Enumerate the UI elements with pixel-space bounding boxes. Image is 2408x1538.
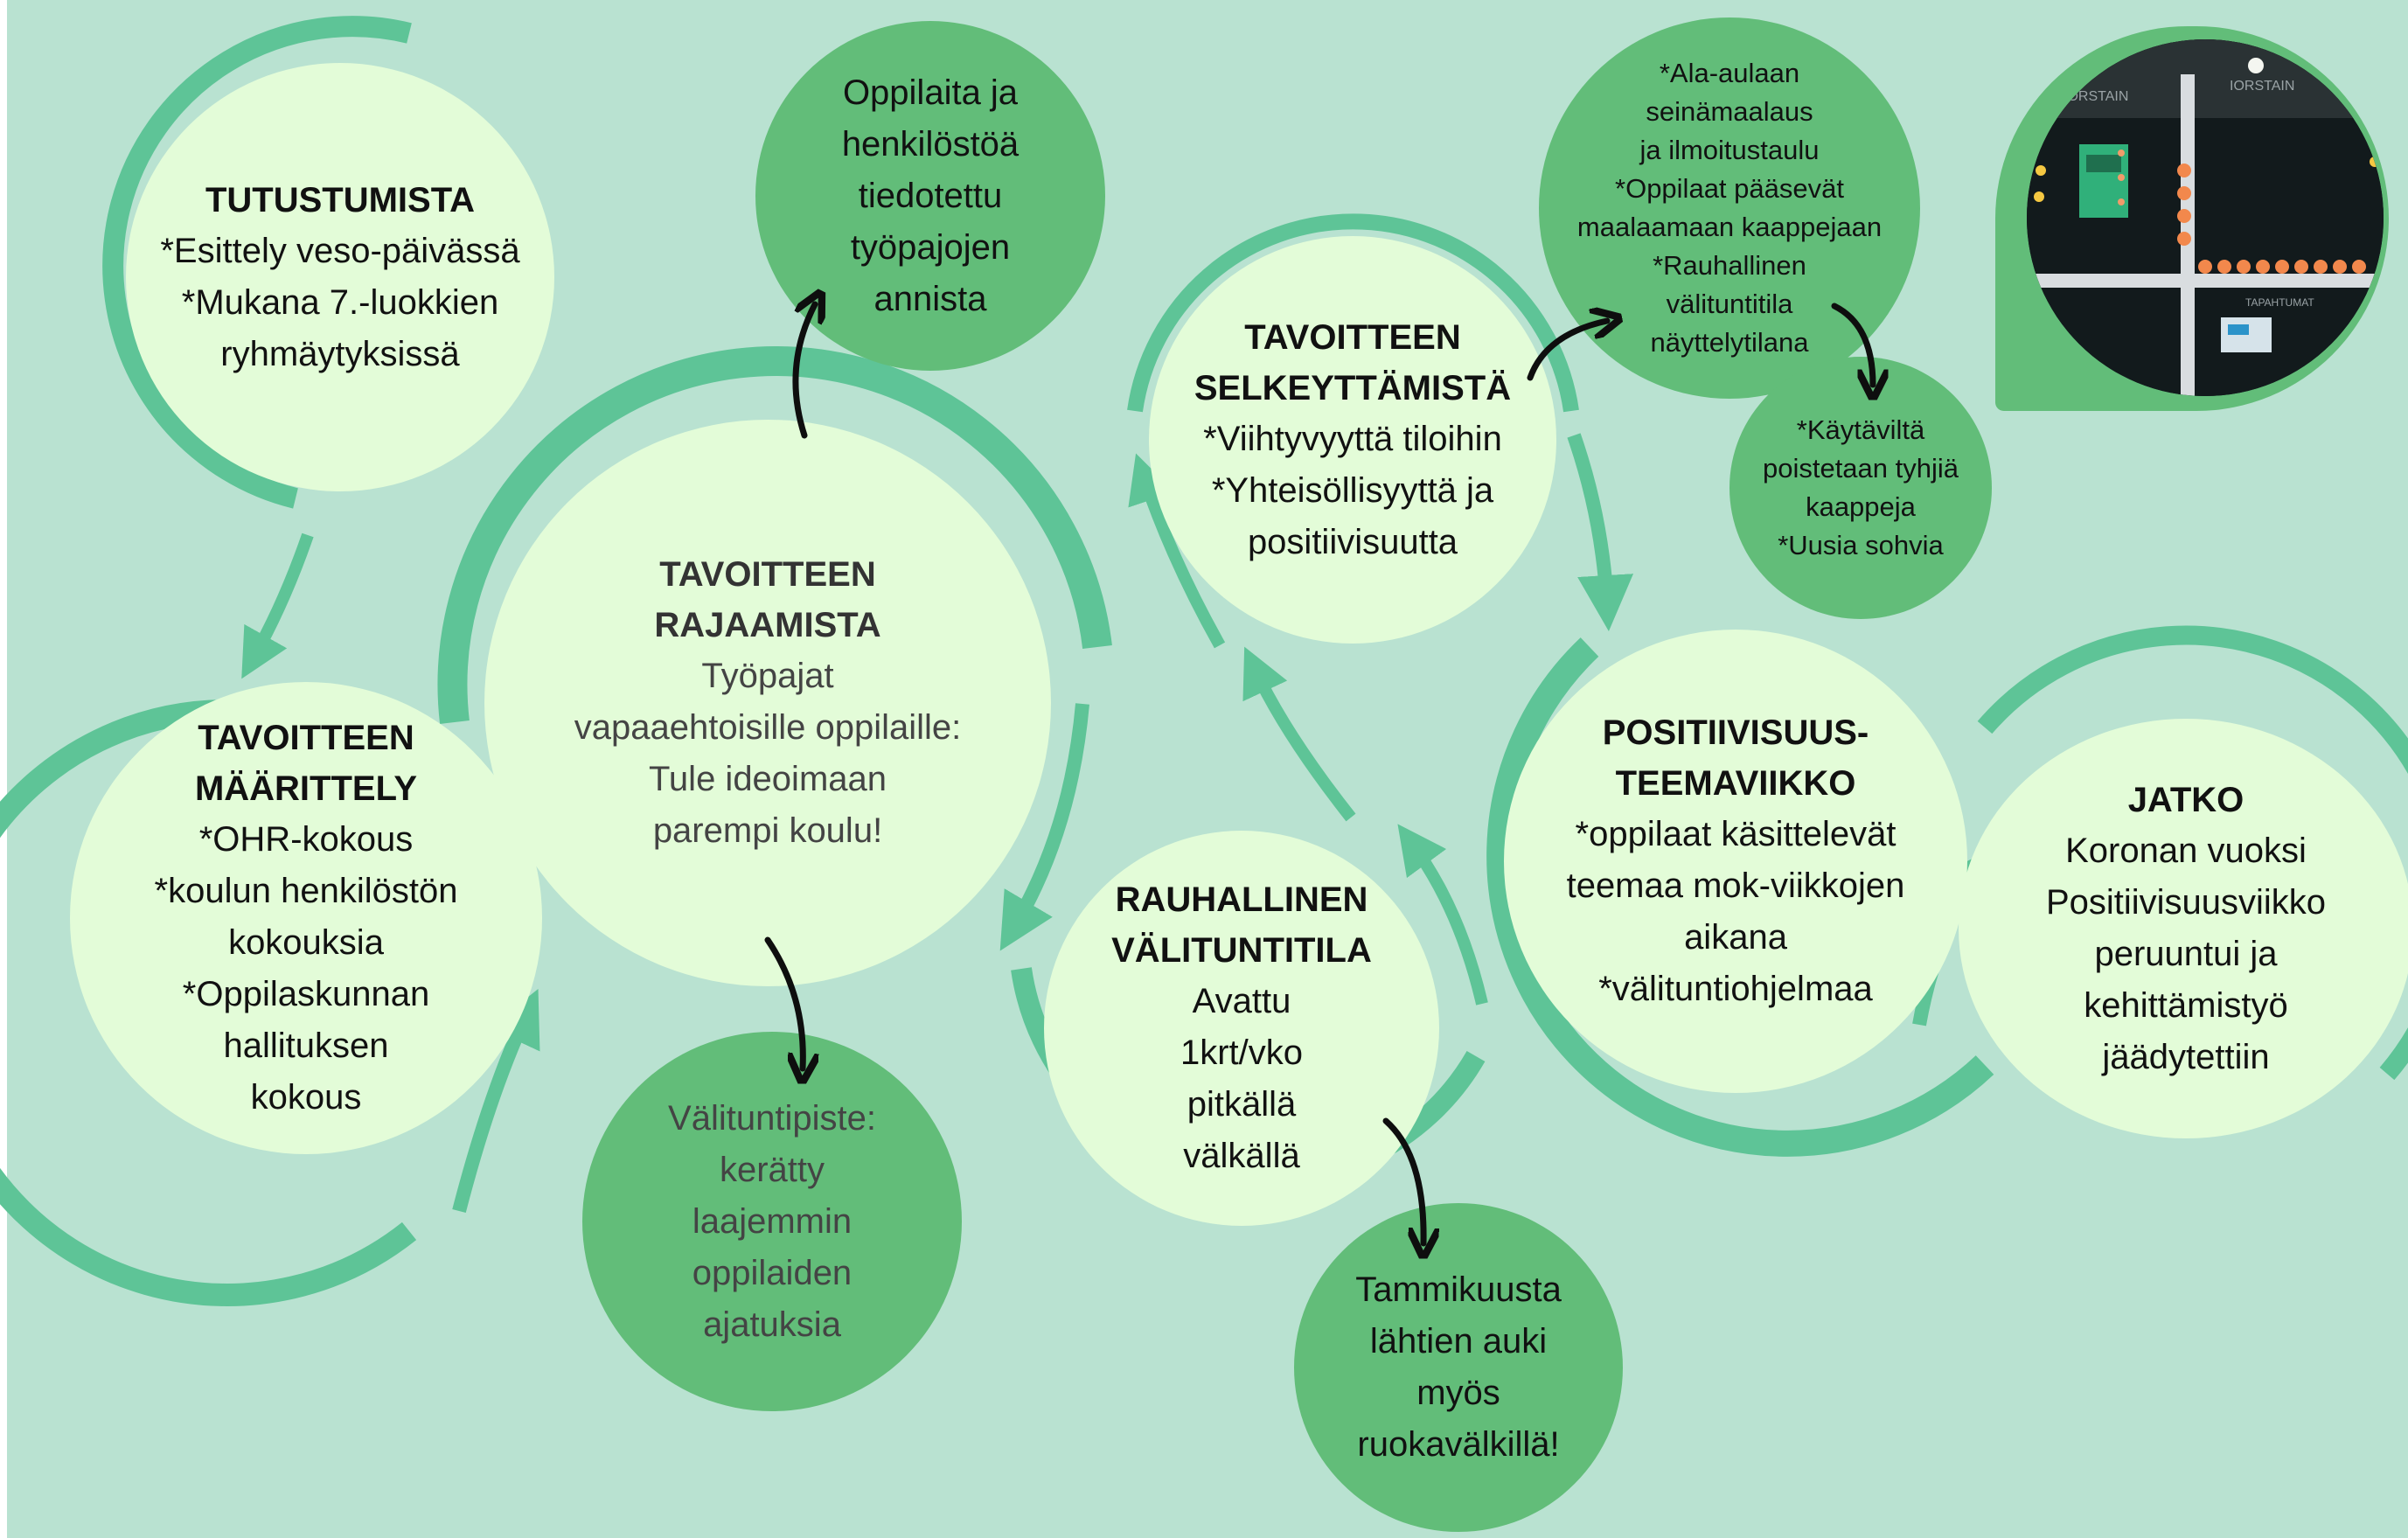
node-tiedotettu: Oppilaita ja henkilöstöä tiedotettu työp…	[755, 21, 1105, 371]
node-text: henkilöstöä	[841, 124, 1020, 164]
wall-text: IORSTAIN	[2230, 79, 2294, 94]
node-tutustumista: TUTUSTUMISTA *Esittely veso-päivässä *Mu…	[126, 63, 554, 491]
arrow-selkeyttamista-up	[1128, 453, 1226, 649]
node-text: *Mukana 7.-luokkien	[181, 282, 499, 322]
node-title: RAJAAMISTA	[654, 606, 881, 644]
node-text: *Yhteisöllisyyttä ja	[1211, 470, 1494, 510]
node-text: *Oppilaskunnan	[182, 975, 430, 1013]
node-text: työpajojen	[850, 227, 1011, 267]
node-text: välituntitila	[1666, 289, 1793, 319]
node-text: ryhmäytyksissä	[220, 334, 460, 373]
node-text: *OHR-kokous	[198, 820, 414, 859]
node-text: *Oppilaat pääsevät	[1615, 173, 1844, 204]
node-text: poistetaan tyhjiä	[1762, 453, 1959, 484]
node-text: aikana	[1684, 918, 1787, 957]
node-title: TUTUSTUMISTA	[205, 180, 476, 219]
node-tavoitteen-maarittely: TAVOITTEEN MÄÄRITTELY *OHR-kokous *koulu…	[70, 682, 542, 1154]
arrow-rajaamista-to-rauhallinen	[999, 703, 1089, 951]
node-text: vapaaehtoisille oppilaille:	[574, 708, 962, 747]
node-title: JATKO	[2127, 780, 2244, 819]
node-text: myös	[1416, 1374, 1500, 1412]
node-text: Positiivisuusviikko	[2045, 882, 2327, 922]
node-text: jäädytettiin	[2102, 1037, 2270, 1076]
node-kaytavilta: *Käytäviltä poistetaan tyhjiä kaappeja *…	[1729, 357, 1992, 619]
node-text: *Esittely veso-päivässä	[160, 231, 520, 270]
arrow-rauhallinen-to-rajaamista-b	[1397, 824, 1488, 1006]
node-tavoitteen-rajaamista: TAVOITTEEN RAJAAMISTA Työpajat vapaaehto…	[484, 420, 1051, 986]
ring-arc-maarittely	[0, 699, 417, 1306]
node-text: kokous	[250, 1078, 362, 1117]
ring-arc-tutustumista	[102, 16, 412, 509]
node-text: *oppilaat käsittelevät	[1575, 815, 1896, 853]
node-text: seinämaalaus	[1646, 96, 1813, 127]
node-text: oppilaiden	[692, 1253, 853, 1292]
node-text: *Ala-aulaan	[1659, 58, 1800, 88]
node-text: *välituntiohjelmaa	[1598, 970, 1873, 1008]
node-text: positiivisuutta	[1247, 522, 1458, 561]
node-text: Välituntipiste:	[668, 1098, 876, 1138]
ring-arc-positiivisuus	[1486, 637, 1994, 1157]
node-positiivisuus-teemaviikko: POSITIIVISUUS- TEEMAVIIKKO *oppilaat käs…	[1504, 630, 1967, 1093]
node-text: Avattu	[1192, 982, 1291, 1020]
node-text: hallituksen	[223, 1026, 389, 1065]
node-rauhallinen-valituntitila: RAUHALLINEN VÄLITUNTITILA Avattu 1krt/vk…	[1044, 831, 1439, 1226]
node-text: pitkällä	[1187, 1085, 1297, 1124]
arrow-rauhallinen-to-selkeyttamista	[1242, 646, 1356, 822]
node-title: TAVOITTEEN	[198, 719, 414, 757]
arrow-lower-maarittely-to-rajaamista	[452, 989, 540, 1214]
node-text: ja ilmoitustaulu	[1639, 135, 1820, 165]
node-text: peruuntui ja	[2094, 934, 2278, 973]
node-text: laajemmin	[692, 1201, 853, 1241]
node-text: Tammikuusta	[1355, 1270, 1562, 1309]
arrow-tutustumista-to-maarittely	[241, 532, 314, 679]
node-title: POSITIIVISUUS-	[1602, 713, 1869, 752]
node-jatko: JATKO Koronan vuoksi Positiivisuusviikko…	[1959, 719, 2408, 1138]
arrow-selkeyttamista-to-positiivisuus	[1567, 433, 1634, 631]
node-text: Tule ideoimaan	[648, 760, 887, 798]
node-text: ruokavälkillä!	[1357, 1425, 1560, 1464]
node-text: kehittämistyö	[2084, 985, 2288, 1025]
node-text: tiedotettu	[858, 176, 1003, 215]
node-text: välkällä	[1183, 1137, 1300, 1175]
node-text: lähtien auki	[1369, 1322, 1548, 1361]
node-text: kokouksia	[228, 923, 384, 962]
node-text: *koulun henkilöstön	[154, 872, 458, 910]
node-text: maalaamaan kaappejaan	[1576, 212, 1883, 242]
node-text: *Rauhallinen	[1653, 250, 1806, 281]
node-tavoitteen-selkeyttamista: TAVOITTEEN SELKEYTTÄMISTÄ *Viihtyvyyttä …	[1149, 236, 1556, 644]
node-text: *Käytäviltä	[1796, 414, 1925, 445]
ring-arc-rajaamista	[437, 346, 1112, 724]
school-hallway-photo-icon: IORSTAIN IORSTAIN TAPAHTUMAT	[2027, 39, 2384, 396]
node-tammikuusta: Tammikuusta lähtien auki myös ruokavälki…	[1294, 1203, 1623, 1532]
wall-text: TAPAHTUMAT	[2245, 296, 2314, 309]
node-text: *Uusia sohvia	[1778, 530, 1944, 560]
node-text: Oppilaita ja	[842, 73, 1019, 112]
node-text: Koronan vuoksi	[2065, 831, 2307, 870]
node-text: näyttelytilana	[1650, 327, 1809, 358]
node-title: MÄÄRITTELY	[194, 769, 418, 808]
node-text: teemaa mok-viikkojen	[1566, 866, 1905, 905]
node-title: VÄLITUNTITILA	[1111, 931, 1372, 970]
node-text: parempi koulu!	[652, 811, 883, 850]
node-text: ajatuksia	[703, 1305, 841, 1344]
node-title: TEEMAVIIKKO	[1615, 764, 1856, 803]
node-title: RAUHALLINEN	[1115, 880, 1368, 919]
node-text: Työpajat	[701, 657, 834, 695]
node-text: kaappeja	[1806, 491, 1916, 522]
node-text: annista	[873, 279, 987, 318]
wall-text: IORSTAIN	[2064, 89, 2128, 104]
node-title: SELKEYTTÄMISTÄ	[1194, 368, 1512, 407]
node-valituntipiste: Välituntipiste: kerätty laajemmin oppila…	[582, 1032, 962, 1411]
ring-arc-jatko	[1977, 625, 2408, 1081]
node-ala-aula: *Ala-aulaan seinämaalaus ja ilmoitustaul…	[1539, 17, 1920, 399]
node-title: TAVOITTEEN	[659, 555, 876, 594]
node-text: kerätty	[719, 1150, 825, 1189]
left-edge-strip	[0, 0, 7, 1538]
node-title: TAVOITTEEN	[1244, 317, 1461, 357]
node-text: *Viihtyvyyttä tiloihin	[1203, 419, 1502, 458]
node-text: 1krt/vko	[1180, 1033, 1304, 1072]
